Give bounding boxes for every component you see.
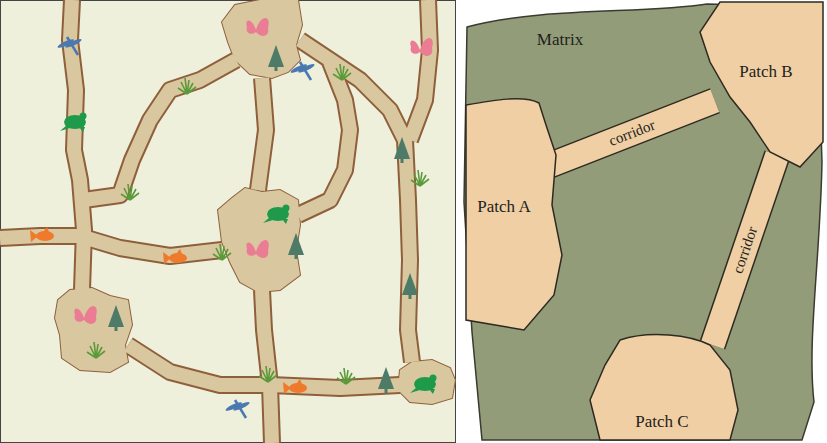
- habitat-patch: Patch B: [700, 2, 825, 170]
- habitat-patch-shape: [700, 2, 823, 167]
- habitat-patch-label: Patch A: [477, 197, 530, 217]
- habitat-patch-outline: [700, 2, 825, 170]
- habitat-patch-label: Patch C: [635, 412, 688, 432]
- habitat-network-illustration: [0, 0, 457, 443]
- habitat-patch-label: Patch B: [739, 62, 792, 82]
- corridor-outline: [712, 155, 777, 345]
- habitat-patch-shape: [466, 99, 562, 330]
- matrix-region-shape: [464, 4, 822, 440]
- corridor-outline: [549, 101, 715, 166]
- corridor-band: [549, 101, 715, 166]
- habitat-patch-shape: [590, 335, 738, 440]
- matrix-region-label: Matrix: [537, 30, 583, 50]
- corridor-fill: [712, 155, 777, 345]
- corridor-fill: [549, 101, 715, 166]
- habitat-patch: Patch A: [464, 95, 564, 330]
- corridor-band: [712, 155, 777, 345]
- matrix-region: MatrixPatch APatch BPatch Ccorridorcorri…: [462, 2, 825, 442]
- habitat-patch: Patch C: [590, 330, 740, 442]
